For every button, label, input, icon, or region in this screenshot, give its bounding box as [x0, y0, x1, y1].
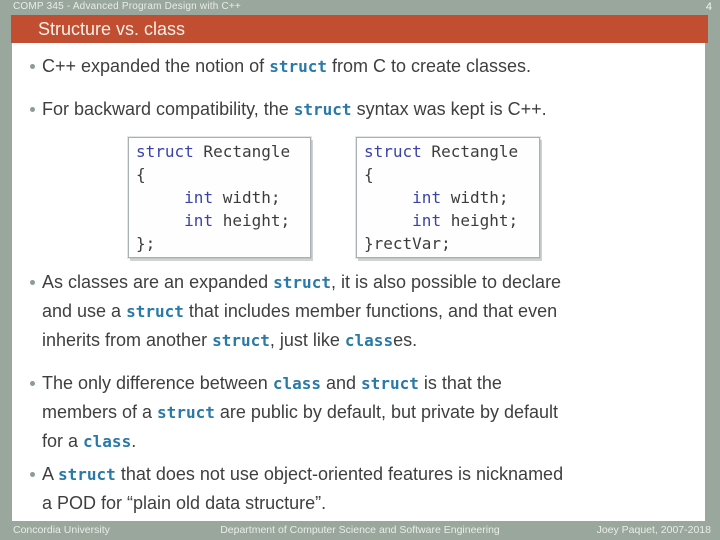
- inline-code: struct: [157, 403, 215, 422]
- slide-footer: Concordia University Department of Compu…: [0, 521, 720, 540]
- text-run: from C to create classes.: [326, 56, 532, 76]
- code-keyword: struct: [364, 142, 422, 161]
- slide-header: COMP 345 - Advanced Program Design with …: [0, 0, 720, 15]
- inline-code: struct: [126, 302, 184, 321]
- bullet-line: inherits from another struct, just like …: [42, 326, 702, 355]
- code-line: {: [364, 163, 532, 186]
- code-text: width;: [441, 188, 509, 207]
- course-title: COMP 345 - Advanced Program Design with …: [13, 1, 241, 12]
- code-text: [364, 211, 412, 230]
- inline-code: struct: [58, 465, 116, 484]
- text-run: A: [42, 464, 59, 484]
- code-text: height;: [441, 211, 519, 230]
- code-line: int height;: [364, 209, 532, 232]
- code-block: struct Rectangle { int width; int height;…: [128, 137, 311, 258]
- code-text: Rectangle: [193, 142, 291, 161]
- code-text: [364, 188, 412, 207]
- code-text: height;: [213, 211, 291, 230]
- bullet-dot-icon: [30, 280, 35, 285]
- text-run: C++ expanded the notion of: [42, 56, 270, 76]
- code-text: [136, 188, 184, 207]
- text-run: that does not use object-oriented featur…: [115, 464, 564, 484]
- page-number: 4: [705, 1, 712, 13]
- bullet-dot-icon: [30, 64, 35, 69]
- text-run: , just like: [269, 330, 345, 350]
- text-run: .: [131, 431, 137, 451]
- bullet-item: As classes are an expanded struct, it is…: [28, 268, 702, 355]
- code-text: Rectangle: [421, 142, 519, 161]
- text-run: for a: [42, 431, 84, 451]
- bullet-item: A struct that does not use object-orient…: [28, 460, 702, 518]
- code-text: [136, 211, 184, 230]
- code-text: {: [364, 165, 374, 184]
- inline-code: class: [272, 374, 321, 393]
- text-run: that includes member functions, and that…: [183, 301, 558, 321]
- code-keyword: struct: [136, 142, 194, 161]
- inline-code: struct: [269, 57, 327, 76]
- bullet-line: A struct that does not use object-orient…: [42, 460, 702, 489]
- code-line: int height;: [136, 209, 303, 232]
- code-text: width;: [213, 188, 281, 207]
- code-line: }rectVar;: [364, 232, 532, 255]
- text-run: syntax was kept is C++.: [351, 99, 547, 119]
- code-line: struct Rectangle: [136, 140, 303, 163]
- bullet-line: As classes are an expanded struct, it is…: [42, 268, 702, 297]
- footer-department: Department of Computer Science and Softw…: [220, 524, 500, 536]
- code-block: struct Rectangle { int width; int height;…: [356, 137, 540, 258]
- title-bar: Structure vs. class: [11, 15, 708, 43]
- footer-author: Joey Paquet, 2007-2018: [596, 524, 711, 536]
- bullet-item: For backward compatibility, the struct s…: [28, 95, 702, 124]
- text-run: are public by default, but private by de…: [214, 402, 559, 422]
- text-run: is that the: [418, 373, 502, 393]
- text-run: inherits from another: [42, 330, 213, 350]
- text-run: For backward compatibility, the: [42, 99, 294, 119]
- bullet-line: a POD for “plain old data structure”.: [42, 489, 702, 518]
- text-run: The only difference between: [42, 373, 273, 393]
- bullet-dot-icon: [30, 381, 35, 386]
- code-keyword: int: [184, 211, 214, 230]
- inline-code: struct: [293, 100, 352, 119]
- inline-code: struct: [212, 331, 270, 350]
- text-run: and: [321, 373, 362, 393]
- code-text: };: [136, 234, 156, 253]
- inline-code: class: [344, 331, 394, 350]
- code-keyword: int: [184, 188, 214, 207]
- bullet-line: members of a struct are public by defaul…: [42, 398, 702, 427]
- inline-code: struct: [361, 374, 419, 393]
- bullet-item: C++ expanded the notion of struct from C…: [28, 52, 702, 81]
- bullet-item: The only difference between class and st…: [28, 369, 702, 456]
- inline-code: class: [83, 432, 132, 451]
- bullet-dot-icon: [30, 107, 35, 112]
- bullet-dot-icon: [30, 472, 35, 477]
- text-run: es.: [393, 330, 418, 350]
- bullet-line: C++ expanded the notion of struct from C…: [42, 52, 702, 81]
- bullet-line: and use a struct that includes member fu…: [42, 297, 702, 326]
- inline-code: struct: [273, 273, 331, 292]
- text-run: , it is also possible to declare: [330, 272, 562, 292]
- code-keyword: int: [412, 188, 442, 207]
- slide-title: Structure vs. class: [38, 19, 186, 39]
- code-line: struct Rectangle: [364, 140, 532, 163]
- text-run: members of a: [42, 402, 158, 422]
- text-run: As classes are an expanded: [42, 272, 274, 292]
- code-line: };: [136, 232, 303, 255]
- code-text: {: [136, 165, 146, 184]
- bullet-line: For backward compatibility, the struct s…: [42, 95, 702, 124]
- bullet-line: for a class.: [42, 427, 702, 456]
- code-keyword: int: [412, 211, 442, 230]
- code-line: int width;: [136, 186, 303, 209]
- slide-body: C++ expanded the notion of struct from C…: [12, 43, 705, 521]
- text-run: a POD for “plain old data structure”.: [42, 493, 327, 513]
- text-run: and use a: [42, 301, 127, 321]
- code-text: }rectVar;: [364, 234, 451, 253]
- code-line: int width;: [364, 186, 532, 209]
- bullet-line: The only difference between class and st…: [42, 369, 702, 398]
- code-line: {: [136, 163, 303, 186]
- footer-institution: Concordia University: [13, 524, 110, 536]
